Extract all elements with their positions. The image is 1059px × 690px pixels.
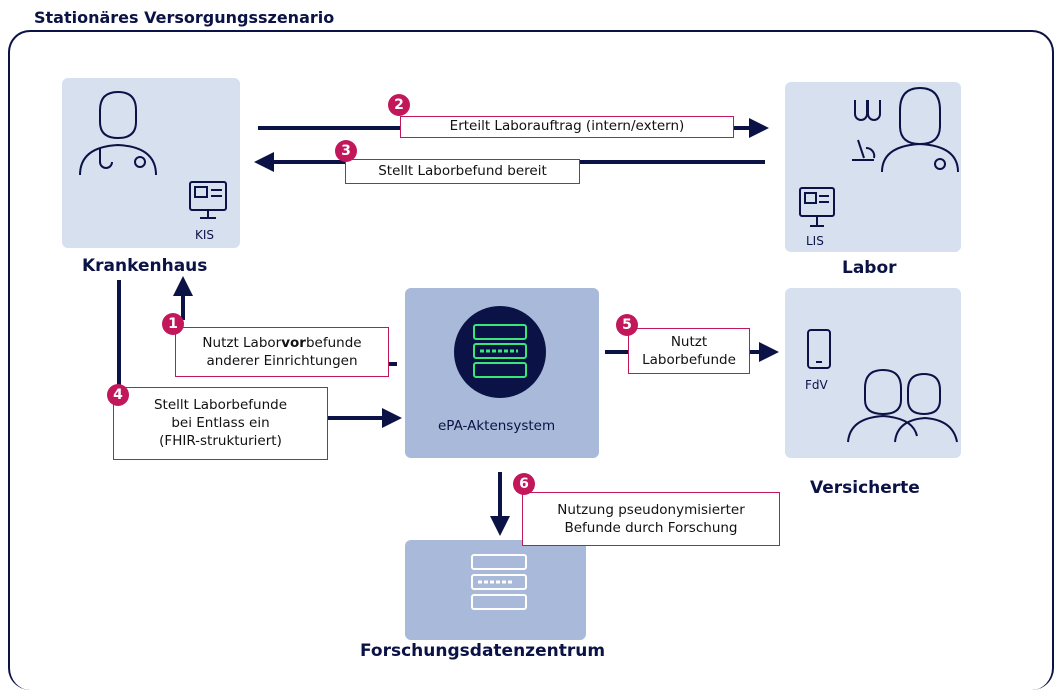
callout-vorbefunde-a: Nutzt Labor bbox=[202, 335, 282, 351]
callout-vorbefunde-b: befunde bbox=[305, 335, 362, 351]
lis-label: LIS bbox=[806, 234, 824, 248]
callout-entlass-l1: Stellt Laborbefunde bbox=[153, 397, 288, 413]
callout-vorbefunde: Nutzt Laborvorbefunde anderer Einrichtun… bbox=[175, 327, 389, 377]
doctor-icon bbox=[79, 90, 157, 176]
callout-entlass-l3: (FHIR-strukturiert) bbox=[159, 433, 282, 449]
fdv-label: FdV bbox=[805, 378, 828, 392]
callout-befund-text: Stellt Laborbefund bereit bbox=[378, 163, 547, 179]
step-badge-3: 3 bbox=[335, 140, 357, 162]
callout-vorbefunde-line2: anderer Einrichtungen bbox=[206, 353, 358, 369]
callout-entlass: Stellt Laborbefunde bei Entlass ein (FHI… bbox=[113, 387, 328, 460]
computer-icon-lis bbox=[799, 187, 835, 227]
kis-label: KIS bbox=[195, 228, 215, 242]
krankenhaus-label: Krankenhaus bbox=[82, 256, 208, 276]
step-badge-2: 2 bbox=[388, 94, 410, 116]
callout-auftrag-text: Erteilt Laborauftrag (intern/extern) bbox=[449, 118, 685, 134]
smartphone-icon bbox=[807, 329, 831, 369]
step-badge-5: 5 bbox=[616, 314, 638, 336]
callout-nutzt-l2: Laborbefunde bbox=[642, 352, 736, 368]
forschung-label: Forschungsdatenzentrum bbox=[360, 641, 606, 661]
diagram-graphics bbox=[79, 86, 959, 610]
callout-forschung-l1: Nutzung pseudonymisierter bbox=[557, 502, 745, 518]
callout-forschung-l2: Befunde durch Forschung bbox=[564, 520, 738, 536]
callout-nutzt: Nutzt Laborbefunde bbox=[628, 328, 750, 374]
doctor-icon-labor bbox=[881, 86, 959, 173]
microscope-icon bbox=[852, 139, 876, 161]
persons-icon bbox=[847, 368, 958, 443]
callout-auftrag: Erteilt Laborauftrag (intern/extern) bbox=[400, 116, 734, 138]
epa-label: ePA-Aktensystem bbox=[438, 418, 556, 434]
lab-flask-icon bbox=[854, 100, 881, 121]
callout-vorbefunde-bold: vor bbox=[281, 335, 306, 351]
labor-box bbox=[785, 82, 961, 252]
step-badge-4: 4 bbox=[107, 384, 129, 406]
callout-entlass-l2: bei Entlass ein bbox=[171, 415, 270, 431]
callout-forschung: Nutzung pseudonymisierter Befunde durch … bbox=[522, 492, 780, 546]
server-icon bbox=[454, 306, 546, 398]
page-title: Stationäres Versorgungsszenario bbox=[34, 8, 335, 27]
krankenhaus-box bbox=[62, 78, 240, 248]
callout-befund: Stellt Laborbefund bereit bbox=[345, 159, 580, 184]
versicherte-label: Versicherte bbox=[810, 478, 920, 498]
computer-icon bbox=[189, 181, 227, 219]
step-badge-1: 1 bbox=[162, 313, 184, 335]
callout-nutzt-l1: Nutzt bbox=[670, 334, 708, 350]
scenario-frame bbox=[8, 30, 1054, 690]
server-icon-forschung bbox=[471, 554, 527, 610]
labor-label: Labor bbox=[842, 258, 897, 278]
step-badge-6: 6 bbox=[513, 473, 535, 495]
